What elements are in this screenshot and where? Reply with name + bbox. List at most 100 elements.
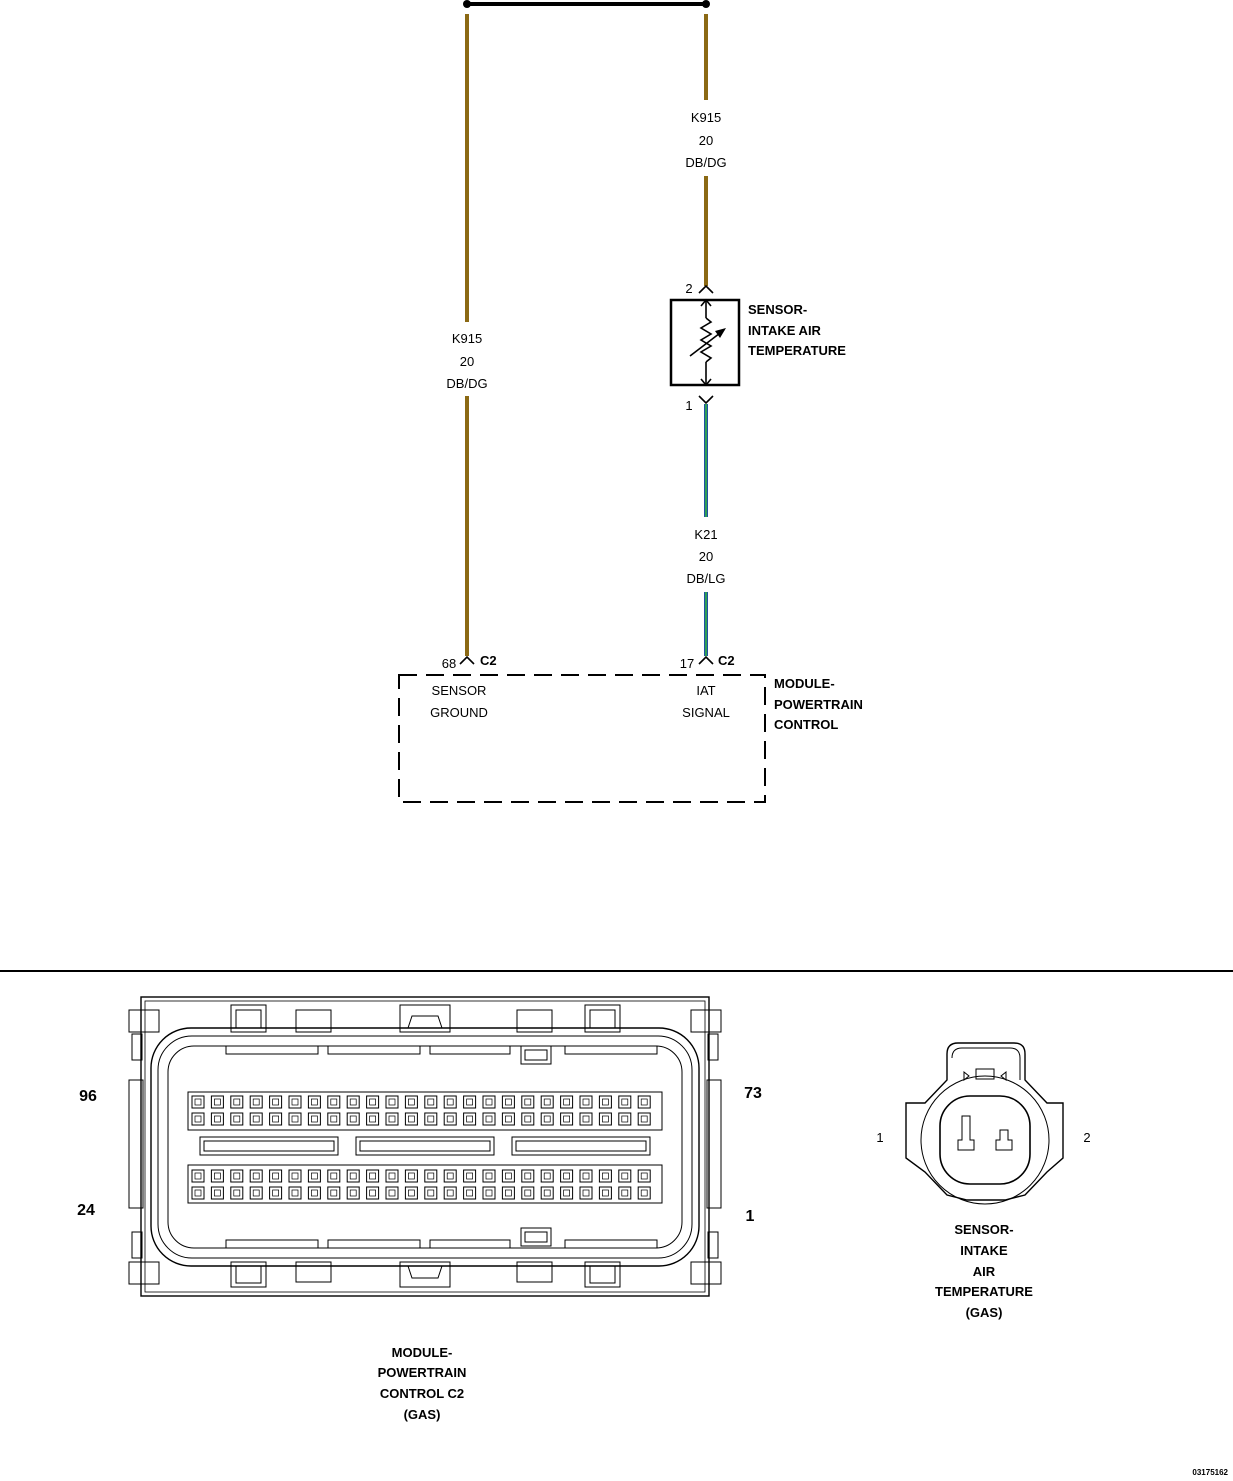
pin-cavity (307, 1186, 321, 1200)
pin-cavity-inner (466, 1115, 473, 1123)
pcm-caption-3: CONTROL C2 (380, 1386, 464, 1401)
pin-cavity-inner (446, 1172, 454, 1180)
pcm-caption-1: MODULE- (392, 1345, 453, 1360)
pin-cavity (269, 1186, 283, 1200)
pin-cavity-inner (602, 1115, 609, 1123)
sensor-caption-2: INTAKE (960, 1243, 1008, 1258)
pin-cavity (424, 1112, 438, 1126)
pin-cavity (288, 1169, 302, 1183)
pin-cavity (249, 1169, 263, 1183)
pcm-title-3: CONTROL (774, 717, 838, 732)
pin-cavity-inner (369, 1172, 376, 1180)
pcm-pin-cavities (191, 1095, 651, 1200)
wire-right-color: DB/DG (685, 155, 726, 170)
pin-cavity-inner (194, 1098, 202, 1106)
pin-cavity-inner (311, 1115, 318, 1123)
pin-cavity (521, 1186, 535, 1200)
pin-cavity (269, 1112, 283, 1126)
wire-k915-right: K915 20 DB/DG (685, 14, 727, 286)
pin-cavity (288, 1186, 302, 1200)
top-splice (463, 0, 710, 8)
wire-left-gauge: 20 (460, 354, 474, 369)
pin-cavity (366, 1112, 380, 1126)
pin-cavity (385, 1095, 399, 1109)
pin-cavity (191, 1169, 205, 1183)
pin-cavity (463, 1169, 477, 1183)
pcm-pin-17: 17 (680, 656, 694, 671)
sensor-caption-1: SENSOR- (954, 1222, 1013, 1237)
pin-cavity (501, 1112, 515, 1126)
pcm-caption-2: POWERTRAIN (378, 1365, 467, 1380)
pin-cavity (385, 1186, 399, 1200)
pin-cavity (521, 1112, 535, 1126)
pin-cavity-inner (194, 1189, 202, 1197)
pin-cavity (269, 1169, 283, 1183)
pin-cavity-inner (291, 1115, 299, 1123)
pin-cavity (637, 1186, 651, 1200)
pin-cavity-inner (408, 1098, 415, 1106)
pin-cavity (482, 1169, 496, 1183)
pin-cavity-inner (349, 1098, 357, 1106)
pin-cavity (482, 1095, 496, 1109)
pin-cavity-inner (446, 1098, 454, 1106)
sensor-title-line-2: INTAKE AIR (748, 323, 822, 338)
pin-cavity (618, 1095, 632, 1109)
pin-cavity-inner (291, 1189, 299, 1197)
pin-cavity (249, 1112, 263, 1126)
pin-cavity (249, 1095, 263, 1109)
pcm-signal-label-2: SIGNAL (682, 705, 730, 720)
pcm-pin-label-24: 24 (77, 1202, 95, 1219)
pin-cavity-inner (505, 1098, 512, 1106)
pin-cavity-inner (485, 1189, 493, 1197)
pin-cavity (560, 1112, 574, 1126)
pin-cavity-inner (330, 1172, 338, 1180)
pin-cavity (598, 1169, 612, 1183)
pin-cavity-inner (582, 1172, 590, 1180)
pin-cavity (269, 1095, 283, 1109)
sensor-pin-2: 2 (685, 281, 692, 296)
pcm-signal-label-1: IAT (696, 683, 715, 698)
sensor-pin-1: 1 (685, 398, 692, 413)
pin-cavity-inner (291, 1172, 299, 1180)
pin-cavity (249, 1186, 263, 1200)
signal-wire-circuit: K21 (694, 527, 717, 542)
pin-cavity (210, 1095, 224, 1109)
pin-cavity (463, 1095, 477, 1109)
pin-cavity-inner (446, 1115, 454, 1123)
pin-cavity (404, 1112, 418, 1126)
pin-cavity (327, 1095, 341, 1109)
pin-cavity (346, 1186, 360, 1200)
pin-cavity (404, 1186, 418, 1200)
pin-cavity (327, 1169, 341, 1183)
pin-cavity-inner (640, 1098, 648, 1106)
pin-cavity-inner (524, 1098, 532, 1106)
wire-left-color: DB/DG (446, 376, 487, 391)
pin-cavity (385, 1112, 399, 1126)
pin-cavity (463, 1112, 477, 1126)
pcm-pin-label-73: 73 (744, 1085, 762, 1102)
pin-cavity (230, 1186, 244, 1200)
pin-cavity-inner (505, 1115, 512, 1123)
pin-cavity-inner (408, 1115, 415, 1123)
pin-cavity (560, 1095, 574, 1109)
pin-cavity-inner (466, 1172, 473, 1180)
pin-cavity (598, 1186, 612, 1200)
pin-cavity-inner (485, 1115, 493, 1123)
pin-cavity-inner (369, 1115, 376, 1123)
pin-cavity-inner (602, 1189, 609, 1197)
pcm-pin-68: 68 (442, 656, 456, 671)
wire-left-circuit: K915 (452, 331, 482, 346)
pin-cavity (288, 1112, 302, 1126)
pin-cavity (637, 1095, 651, 1109)
pin-cavity-inner (427, 1189, 435, 1197)
pin-cavity-inner (388, 1189, 396, 1197)
pcm-connector-c2-left: C2 (480, 653, 497, 668)
pin-cavity (579, 1112, 593, 1126)
pin-cavity-inner (563, 1098, 570, 1106)
pin-cavity-inner (272, 1172, 279, 1180)
sensor-caption-3: AIR (973, 1264, 996, 1279)
wire-k915-left: K915 20 DB/DG (446, 14, 488, 656)
signal-wire-gauge: 20 (699, 549, 713, 564)
pin-cavity-inner (233, 1115, 241, 1123)
